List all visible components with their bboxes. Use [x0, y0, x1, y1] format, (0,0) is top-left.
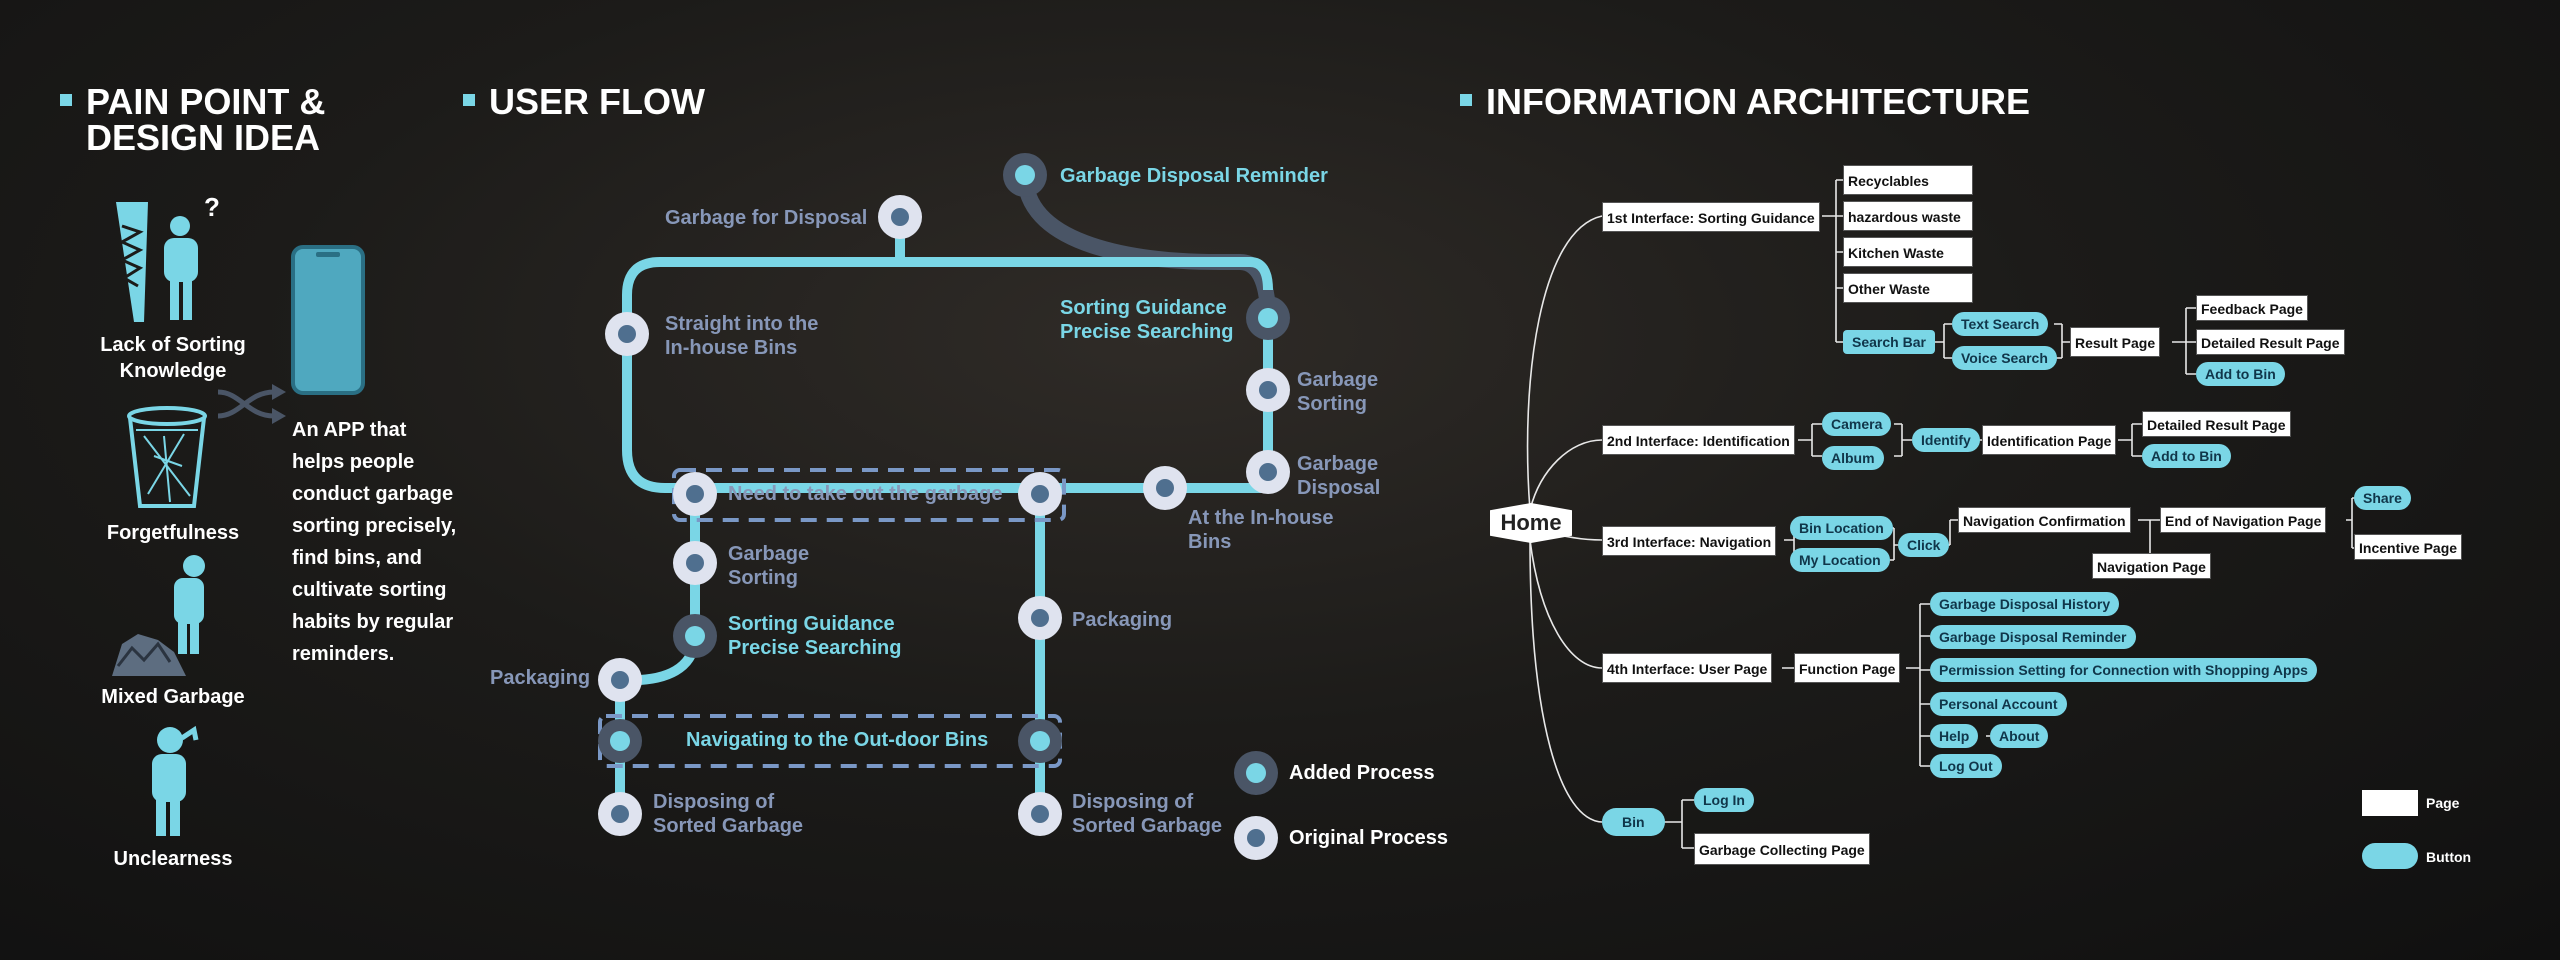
ia-button-my-location: My Location: [1790, 548, 1890, 572]
ia-button-about: About: [1990, 724, 2049, 748]
flow-label-straight-into-bins: Straight into the In-house Bins: [665, 313, 819, 359]
ia-page-incentive: Incentive Page: [2354, 534, 2463, 560]
user-flow-title: USER FLOW: [489, 81, 705, 122]
ia-button-personal-account: Personal Account: [1930, 692, 2067, 716]
ia-page-recyclables: Recyclables: [1843, 165, 1973, 195]
ia-button-identify: Identify: [1912, 428, 1980, 452]
ia-page-2nd-interface: 2nd Interface: Identification: [1602, 425, 1795, 455]
ia-button-album: Album: [1822, 446, 1884, 470]
ia-page-navigation: Navigation Page: [2092, 553, 2211, 579]
ia-page-detailed-result: Detailed Result Page: [2142, 411, 2291, 437]
flow-label-navigating: Navigating to the Out-door Bins: [686, 729, 989, 751]
ia-button-log-out: Log Out: [1930, 754, 2002, 778]
ia-button-history: Garbage Disposal History: [1930, 592, 2120, 616]
thinking-person-icon: [152, 725, 199, 836]
ia-button-log-in: Log In: [1694, 788, 1754, 812]
pain-point-label: Unclearness: [113, 848, 233, 870]
shuffle-icon: [217, 384, 286, 424]
mixed-garbage-icon: [112, 555, 205, 676]
design-idea-text: An APP that helps people conduct garbage…: [292, 419, 457, 665]
ia-page-garbage-collecting: Garbage Collecting Page: [1694, 833, 1870, 865]
flow-label-disposing: Disposing of Sorted Garbage: [653, 791, 804, 837]
smartphone-icon: [291, 245, 365, 395]
ia-page-result: Result Page: [2070, 327, 2161, 357]
ia-page-nav-confirmation: Navigation Confirmation: [1958, 507, 2131, 533]
legend-page-swatch: [2362, 790, 2418, 816]
flow-label-garbage-for-disposal: Garbage for Disposal: [665, 207, 868, 229]
legend-original-process: Original Process: [1289, 827, 1448, 849]
pain-point-label: Forgetfulness: [106, 522, 240, 544]
ia-button-click: Click: [1898, 533, 1950, 557]
ia-page-1st-interface: 1st Interface: Sorting Guidance: [1602, 202, 1820, 232]
flow-label-reminder: Garbage Disposal Reminder: [1060, 165, 1328, 187]
legend-page-label: Page: [2426, 795, 2460, 811]
ia-page-end-of-navigation: End of Navigation Page: [2160, 507, 2327, 533]
flow-label-sorting-guidance: Sorting Guidance Precise Searching: [1060, 297, 1234, 343]
flow-label-garbage-sorting: Garbage Sorting: [728, 543, 810, 589]
ia-button-voice-search: Voice Search: [1952, 346, 2057, 370]
ia-button-share: Share: [2354, 486, 2411, 510]
flow-label-packaging: Packaging: [1072, 609, 1173, 631]
ia-page-kitchen: Kitchen Waste: [1843, 237, 1973, 267]
ia-button-bin: Bin: [1602, 808, 1665, 836]
section-marker: [1460, 94, 1472, 106]
ia-button-add-to-bin: Add to Bin: [2196, 362, 2285, 386]
legend-added-process: Added Process: [1289, 762, 1435, 784]
flow-label-packaging: Packaging: [490, 667, 591, 689]
ia-page-other: Other Waste: [1843, 273, 1973, 303]
ia-button-text-search: Text Search: [1952, 312, 2049, 336]
ia-page-4th-interface: 4th Interface: User Page: [1602, 653, 1773, 683]
pain-point-label: Mixed Garbage: [101, 686, 245, 708]
ia-button-bin-location: Bin Location: [1790, 516, 1893, 540]
confused-person-icon: ?: [116, 196, 220, 322]
section-marker: [463, 94, 475, 106]
ia-page-hazardous: hazardous waste: [1843, 201, 1973, 231]
ia-button-reminder: Garbage Disposal Reminder: [1930, 625, 2136, 649]
legend-button-swatch: [2362, 843, 2418, 869]
flow-label-sorting-guidance: Sorting Guidance Precise Searching: [728, 613, 902, 659]
ia-page-3rd-interface: 3rd Interface: Navigation: [1602, 526, 1777, 556]
ia-button-search-bar: Search Bar: [1843, 330, 1935, 354]
ia-button-permission: Permission Setting for Connection with S…: [1930, 658, 2317, 682]
ia-home-node: Home: [1490, 503, 1572, 543]
ia-button-add-to-bin: Add to Bin: [2142, 444, 2231, 468]
ia-page-function: Function Page: [1794, 653, 1901, 683]
pain-point-label: Lack of Sorting Knowledge: [100, 334, 246, 382]
flow-label-need-take-out: Need to take out the garbage: [728, 483, 1003, 505]
ia-button-camera: Camera: [1822, 412, 1892, 436]
flow-label-garbage-disposal: Garbage Disposal: [1297, 453, 1381, 499]
flow-label-at-inhouse-bins: At the In-house Bins: [1188, 507, 1334, 553]
flow-label-disposing: Disposing of Sorted Garbage: [1072, 791, 1223, 837]
ia-page-identification: Identification Page: [1982, 425, 2117, 455]
ia-page-feedback: Feedback Page: [2196, 295, 2308, 321]
ia-title: INFORMATION ARCHITECTURE: [1486, 81, 2030, 122]
ia-page-detailed-result: Detailed Result Page: [2196, 329, 2345, 355]
legend-button-label: Button: [2426, 849, 2472, 865]
svg-text:?: ?: [204, 196, 220, 222]
section-marker: [60, 94, 72, 106]
ia-button-help: Help: [1930, 724, 1979, 748]
flow-label-garbage-sorting: Garbage Sorting: [1297, 369, 1379, 415]
pain-point-title: PAIN POINT & DESIGN IDEA: [86, 81, 326, 158]
trash-can-icon: [127, 406, 207, 508]
